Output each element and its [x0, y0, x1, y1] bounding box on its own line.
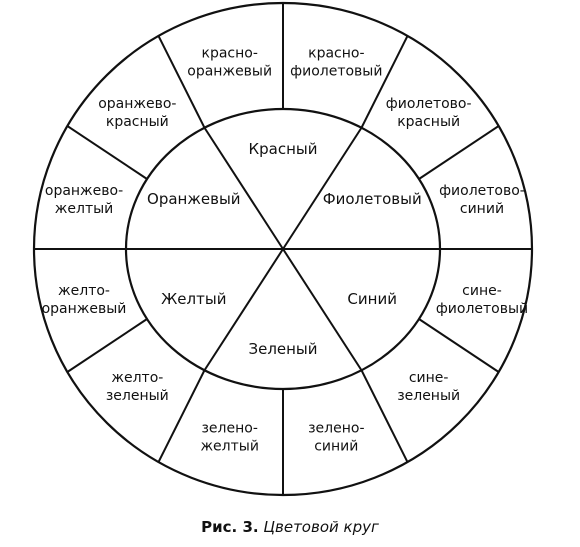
ring-divider-line	[66, 318, 148, 373]
outer-sector-label-line: фиолетовый	[436, 301, 528, 317]
outer-sector-yellow-green: желто-зеленый	[106, 370, 169, 404]
outer-sector-orange-red: оранжево-красный	[98, 96, 176, 130]
outer-sector-label-line: оранжево-	[45, 183, 123, 199]
inner-sector-label-secondary-violet: Фиолетовый	[323, 190, 422, 208]
outer-sector-green-yellow: зелено-желтый	[200, 420, 258, 454]
outer-ring-border	[32, 1, 534, 497]
outer-sector-orange-yellow: оранжево-желтый	[45, 183, 123, 217]
sector-dividers	[34, 3, 532, 495]
inner-circle-border	[124, 107, 442, 391]
ring-divider-line	[157, 369, 206, 463]
outer-sector-label-line: красный	[106, 114, 169, 130]
outer-sector-yellow-orange: желто-оранжевый	[42, 283, 127, 317]
outer-sector-label-line: желтый	[55, 201, 113, 217]
outer-sector-label-line: фиолетово-	[386, 96, 472, 112]
outer-sector-label-line: красно-	[201, 46, 257, 62]
inner-sector-label-secondary-green: Зеленый	[248, 340, 317, 358]
outer-sector-label-line: желтый	[200, 438, 258, 454]
outer-sector-label-line: фиолетовый	[290, 64, 382, 80]
outer-sector-violet-blue: фиолетово-синий	[439, 183, 525, 217]
ring-divider-line	[418, 318, 500, 373]
ring-divider-line	[66, 125, 148, 180]
outer-sector-label-line: зеленый	[397, 388, 460, 404]
inner-divider-line	[282, 248, 363, 371]
outer-sector-label-line: зеленый	[106, 388, 169, 404]
outer-sector-label-line: синий	[460, 201, 504, 217]
outer-sector-label-line: желто-	[111, 370, 163, 386]
outer-sector-red-violet: красно-фиолетовый	[290, 46, 382, 80]
outer-sector-label-line: желто-	[58, 283, 110, 299]
inner-divider-line	[282, 127, 363, 250]
outer-sector-violet-red: фиолетово-красный	[386, 96, 472, 130]
inner-divider-line	[203, 127, 284, 250]
outer-sector-label-line: зелено-	[308, 420, 364, 436]
outer-sector-label-line: зелено-	[201, 420, 257, 436]
caption-title: Цветовой круг	[263, 518, 379, 536]
outer-sector-labels: красно-фиолетовыйфиолетово-красныйфиолет…	[42, 46, 529, 455]
outer-sector-label-line: оранжевый	[187, 64, 272, 80]
inner-sector-label-primary-blue: Синий	[347, 290, 397, 308]
ring-divider-line	[360, 35, 409, 129]
outer-sector-blue-green: сине-зеленый	[397, 370, 460, 404]
ring-divider-line	[360, 369, 409, 463]
outer-sector-green-blue: зелено-синий	[308, 420, 364, 454]
outer-sector-label-line: красный	[397, 114, 460, 130]
inner-divider-line	[203, 248, 284, 371]
outer-sector-red-orange: красно-оранжевый	[187, 46, 272, 80]
caption-prefix: Рис. 3.	[201, 518, 259, 536]
outer-sector-label-line: сине-	[462, 283, 502, 299]
ring-divider-line	[418, 125, 500, 180]
inner-sector-label-primary-yellow: Желтый	[161, 290, 226, 308]
outer-sector-label-line: оранжевый	[42, 301, 127, 317]
ring-divider-line	[157, 35, 206, 129]
outer-sector-label-line: сине-	[409, 370, 449, 386]
outer-sector-label-line: синий	[314, 438, 358, 454]
outer-sector-label-line: красно-	[308, 46, 364, 62]
inner-sector-label-primary-red: Красный	[248, 140, 317, 158]
outer-sector-label-line: фиолетово-	[439, 183, 525, 199]
figure-caption: Рис. 3. Цветовой круг	[0, 518, 580, 536]
inner-sector-label-secondary-orange: Оранжевый	[147, 190, 241, 208]
outer-sector-blue-violet: сине-фиолетовый	[436, 283, 528, 317]
outer-sector-label-line: оранжево-	[98, 96, 176, 112]
